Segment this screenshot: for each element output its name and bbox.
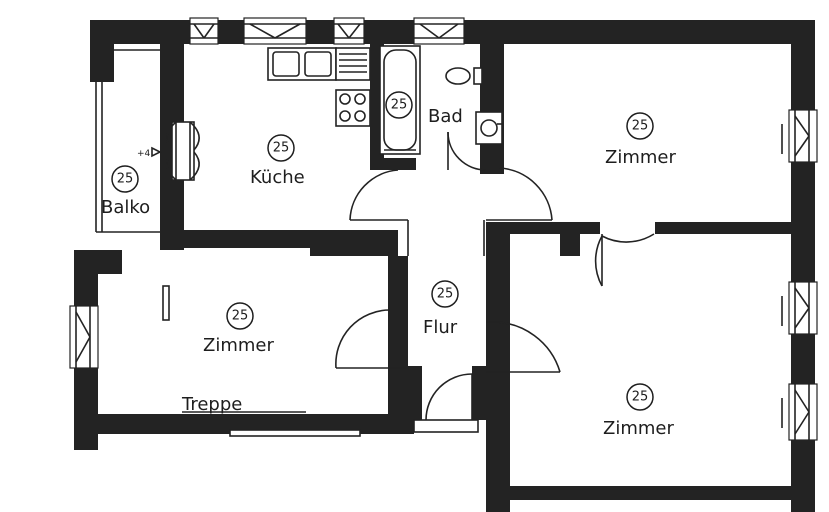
room-label: Zimmer bbox=[603, 418, 674, 439]
door-room-se bbox=[486, 321, 561, 373]
room-number: 25 bbox=[117, 172, 134, 187]
room-number-ring bbox=[385, 91, 413, 119]
room-label: Bad bbox=[428, 106, 463, 127]
room-ne: 25 Zimmer bbox=[605, 112, 676, 168]
room-number: 25 bbox=[391, 98, 408, 113]
room-label: Küche bbox=[250, 167, 305, 188]
hall-lines bbox=[407, 220, 485, 256]
room-number-ring bbox=[431, 280, 459, 308]
stairs-label: Treppe bbox=[181, 394, 242, 415]
kitchen-stove bbox=[335, 89, 371, 127]
door-hall-to-kitchen-side bbox=[486, 167, 553, 221]
door-kitchen bbox=[349, 169, 408, 221]
balcony-step-arrow bbox=[151, 146, 162, 158]
balcony-door bbox=[166, 121, 200, 181]
outer-walls bbox=[74, 20, 815, 512]
kitchen-drainboard bbox=[335, 47, 371, 81]
room-number-ring bbox=[626, 112, 654, 140]
windows-right bbox=[781, 109, 818, 441]
stairs bbox=[182, 411, 361, 437]
room-number: 25 bbox=[232, 309, 249, 324]
door-bath bbox=[447, 131, 487, 171]
room-number: 25 bbox=[632, 390, 649, 405]
room-se: 25 Zimmer bbox=[603, 383, 674, 439]
balcony-door-mark: +4 bbox=[137, 149, 151, 159]
room-label: Balko bbox=[101, 197, 150, 218]
room-label: Zimmer bbox=[203, 335, 274, 356]
room-kitchen: 25 Küche bbox=[250, 134, 305, 188]
room-number-ring bbox=[626, 383, 654, 411]
room-number-ring bbox=[111, 165, 139, 193]
room-number-ring bbox=[267, 134, 295, 162]
room-label: Flur bbox=[423, 317, 458, 338]
room-number-ring bbox=[226, 302, 254, 330]
room-number: 25 bbox=[273, 141, 290, 156]
room-bath: 25 Bad bbox=[385, 91, 463, 127]
door-entrance bbox=[413, 373, 479, 433]
room-number: 25 bbox=[437, 287, 454, 302]
inner-walls bbox=[160, 20, 791, 434]
window-left bbox=[69, 305, 99, 369]
balcony-railing bbox=[95, 49, 160, 233]
door-room-ne bbox=[594, 233, 655, 287]
room-hall: 25 Flur bbox=[423, 280, 459, 338]
washbasin bbox=[475, 111, 503, 145]
room-balcony: 25 Balko bbox=[101, 165, 150, 218]
windows-top bbox=[189, 17, 465, 45]
door-room-w bbox=[335, 309, 408, 369]
toilet bbox=[445, 67, 483, 85]
room-w: 25 Zimmer bbox=[203, 302, 274, 356]
room-number: 25 bbox=[632, 119, 649, 134]
kitchen-sink bbox=[267, 47, 337, 81]
radiator bbox=[162, 285, 170, 321]
room-label: Zimmer bbox=[605, 147, 676, 168]
